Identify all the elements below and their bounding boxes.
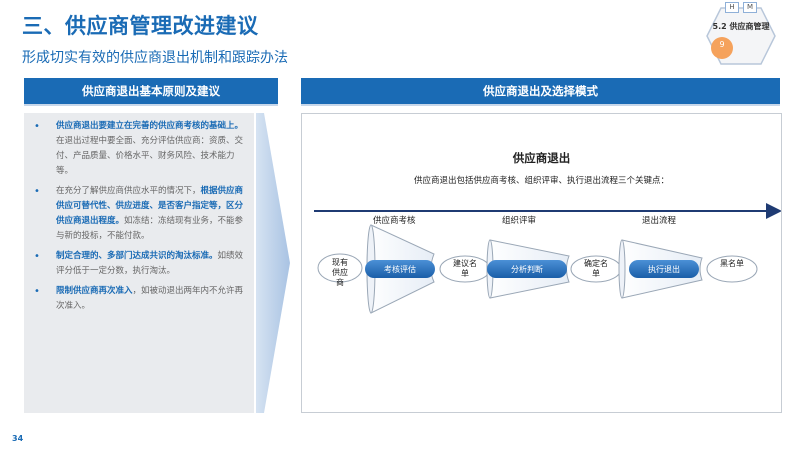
left-section-header: 供应商退出基本原则及建议 [24,78,278,104]
pill-2 [487,260,567,278]
exit-title: 供应商退出 [512,151,571,165]
bullet-bold: 限制供应商再次准入 [56,286,133,296]
bullet-bold: 根据供应商供应可替代性、供应进度、是否客户指定等，区分供应商退出程度。 [56,186,244,226]
chevron-right-icon [256,113,290,413]
badge-tab-h[interactable]: H [725,2,739,13]
left-header-shadow [24,104,278,106]
page-subtitle: 形成切实有效的供应商退出机制和跟踪办法 [22,50,288,66]
list-item: 在充分了解供应商供应水平的情况下，根据供应商供应可替代性、供应进度、是否客户指定… [34,184,248,244]
bullet-text: ，如被动退出两年内不允许再次准入。 [56,286,244,311]
node-start [317,253,363,283]
pill-2-label: 分析判断 [511,265,543,274]
page-title: 三、供应商管理改进建议 [22,14,259,38]
section-badge: H M 5.2 供应商管理 9 [703,0,779,66]
node-start-label: 现有供应商 [332,258,348,287]
badge-tab-m[interactable]: M [743,2,757,13]
exit-flow-diagram [314,203,781,314]
bullet-bold: 供应商退出要建立在完善的供应商考核的基础上。 [56,121,244,131]
list-item: 限制供应商再次准入，如被动退出两年内不允许再次准入。 [34,284,248,314]
page-number: 34 [12,434,24,443]
list-item: 供应商退出要建立在完善的供应商考核的基础上。在退出过程中要全面、充分评估供应商：… [34,119,248,179]
list-item: 制定合理的、多部门达成共识的淘汰标准。如绩效评分低于一定分数，执行淘汰。 [34,249,248,279]
bullet-text: 在退出过程中要全面、充分评估供应商：资质、交付、产品质量、价格水平、财务风险、技… [56,136,244,176]
stage-label-3: 退出流程 [642,216,677,226]
exit-model-panel: 供应商退出 供应商退出包括供应商考核、组织评审、执行退出流程三个关键点： [301,113,782,413]
stage-label-1: 供应商考核 [373,216,416,226]
principles-panel: 供应商退出要建立在完善的供应商考核的基础上。在退出过程中要全面、充分评估供应商：… [24,113,254,413]
exit-description: 供应商退出包括供应商考核、组织评审、执行退出流程三个关键点： [413,176,669,186]
badge-label: 5.2 供应商管理 [712,22,770,31]
node-mid-1-label: 建议名单 [453,259,477,278]
bullet-text: 如绩效评分低于一定分数，执行淘汰。 [56,251,244,276]
pill-3 [629,260,699,278]
pill-3-label: 执行退出 [648,265,680,274]
pill-1 [365,260,435,278]
bullet-text: 如冻结：冻结现有业务，不能参与新的投标，不能付款。 [56,216,244,241]
right-header-shadow [301,104,780,106]
pill-1-label: 考核评估 [384,265,416,274]
node-end-label: 黑名单 [720,259,744,268]
stage-label-2: 组织评审 [502,216,537,226]
node-mid-2-label: 确定名单 [584,259,608,278]
bullet-lead: 在充分了解供应商供应水平的情况下， [56,186,201,196]
bullet-bold: 制定合理的、多部门达成共识的淘汰标准。 [56,251,218,261]
node-end [706,255,758,283]
principles-list: 供应商退出要建立在完善的供应商考核的基础上。在退出过程中要全面、充分评估供应商：… [34,119,248,319]
badge-number: 9 [711,37,733,59]
right-section-header: 供应商退出及选择模式 [301,78,780,104]
